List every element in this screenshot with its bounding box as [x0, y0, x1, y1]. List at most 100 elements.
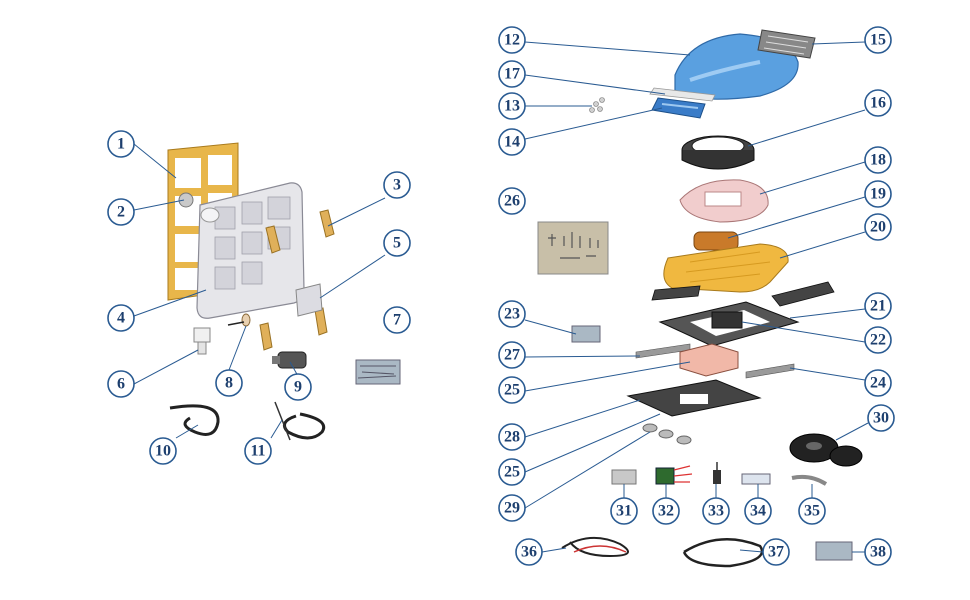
svg-text:14: 14 [504, 134, 520, 151]
part-tray-orange [663, 243, 789, 293]
part-ring-black [681, 135, 755, 170]
callout-c25b: 25 [498, 458, 526, 486]
svg-text:38: 38 [870, 544, 886, 561]
svg-text:37: 37 [768, 544, 784, 561]
part-base-plate [626, 379, 762, 417]
svg-text:4: 4 [117, 310, 125, 327]
part-ribbon-cable [791, 474, 828, 486]
callout-c13: 13 [498, 92, 526, 120]
part-hose [169, 404, 220, 436]
svg-text:36: 36 [521, 544, 537, 561]
svg-text:29: 29 [504, 500, 520, 517]
part-housing-grey [196, 182, 305, 319]
part-remote-box [611, 469, 637, 485]
callout-c1: 1 [107, 130, 135, 158]
part-connector [713, 462, 721, 484]
svg-text:32: 32 [658, 503, 674, 520]
svg-text:21: 21 [870, 298, 886, 315]
svg-text:33: 33 [708, 503, 724, 520]
svg-text:22: 22 [870, 332, 886, 349]
svg-text:6: 6 [117, 376, 125, 393]
part-pads [642, 423, 692, 445]
part-harness-37 [682, 538, 764, 568]
svg-text:25: 25 [504, 382, 520, 399]
callout-c24: 24 [864, 369, 892, 397]
svg-text:31: 31 [616, 503, 632, 520]
svg-text:25: 25 [504, 464, 520, 481]
part-blower [693, 231, 739, 251]
part-grille [757, 29, 816, 59]
callout-c23: 23 [498, 300, 526, 328]
part-gasket-strips [651, 281, 835, 307]
callout-c20: 20 [864, 213, 892, 241]
part-inner-block [711, 311, 743, 329]
callout-c30: 30 [867, 404, 895, 432]
svg-text:10: 10 [155, 443, 171, 460]
callout-c16: 16 [864, 89, 892, 117]
svg-text:17: 17 [504, 66, 520, 83]
part-screw-kit-26 [537, 221, 609, 275]
callout-c12: 12 [498, 26, 526, 54]
callout-c4: 4 [107, 304, 135, 332]
part-cable-tie [274, 401, 326, 441]
svg-text:5: 5 [393, 235, 401, 252]
callout-c5: 5 [383, 229, 411, 257]
callout-c21: 21 [864, 292, 892, 320]
part-block-pink [679, 343, 739, 377]
svg-text:9: 9 [294, 379, 302, 396]
svg-text:34: 34 [750, 503, 766, 520]
callout-c8: 8 [215, 369, 243, 397]
callout-c33: 33 [702, 497, 730, 525]
callout-c26: 26 [498, 187, 526, 215]
svg-text:20: 20 [870, 219, 886, 236]
leader-lines-bottom [541, 484, 865, 553]
part-sensor [227, 313, 251, 327]
svg-text:19: 19 [870, 186, 886, 203]
svg-text:26: 26 [504, 193, 520, 210]
part-screw-bag-38 [815, 541, 853, 561]
leader-lines [133, 41, 869, 509]
callout-c37: 37 [762, 538, 790, 566]
part-display [741, 473, 771, 485]
callout-c29: 29 [498, 494, 526, 522]
svg-text:18: 18 [870, 152, 886, 169]
svg-text:8: 8 [225, 375, 233, 392]
callout-c11: 11 [244, 437, 272, 465]
callout-c28: 28 [498, 423, 526, 451]
callout-c3: 3 [383, 171, 411, 199]
callout-c17: 17 [498, 60, 526, 88]
svg-text:11: 11 [250, 443, 265, 460]
callout-c19: 19 [864, 180, 892, 208]
svg-text:23: 23 [504, 306, 520, 323]
part-screw-bag-23 [571, 325, 601, 343]
svg-text:1: 1 [117, 136, 125, 153]
svg-text:16: 16 [870, 95, 886, 112]
callout-c27: 27 [498, 341, 526, 369]
callout-c36: 36 [515, 538, 543, 566]
part-harness-36 [561, 537, 629, 558]
part-rings-black [789, 433, 863, 467]
part-screws-13 [589, 97, 605, 113]
callout-c2: 2 [107, 198, 135, 226]
part-motor [272, 351, 307, 369]
svg-text:7: 7 [393, 312, 401, 329]
callout-c25a: 25 [498, 376, 526, 404]
callout-c22: 22 [864, 326, 892, 354]
svg-text:2: 2 [117, 204, 125, 221]
svg-text:30: 30 [873, 410, 889, 427]
part-blue-bar [651, 97, 706, 119]
callout-c7: 7 [383, 306, 411, 334]
callout-c31: 31 [610, 497, 638, 525]
svg-text:28: 28 [504, 429, 520, 446]
svg-text:27: 27 [504, 347, 520, 364]
svg-text:35: 35 [804, 503, 820, 520]
part-fitting [193, 327, 211, 355]
callout-c35: 35 [798, 497, 826, 525]
callout-c18: 18 [864, 146, 892, 174]
svg-text:15: 15 [870, 32, 886, 49]
part-frame-pink [679, 179, 769, 223]
callout-c38: 38 [864, 538, 892, 566]
callout-c15: 15 [864, 26, 892, 54]
part-strips [635, 343, 795, 379]
